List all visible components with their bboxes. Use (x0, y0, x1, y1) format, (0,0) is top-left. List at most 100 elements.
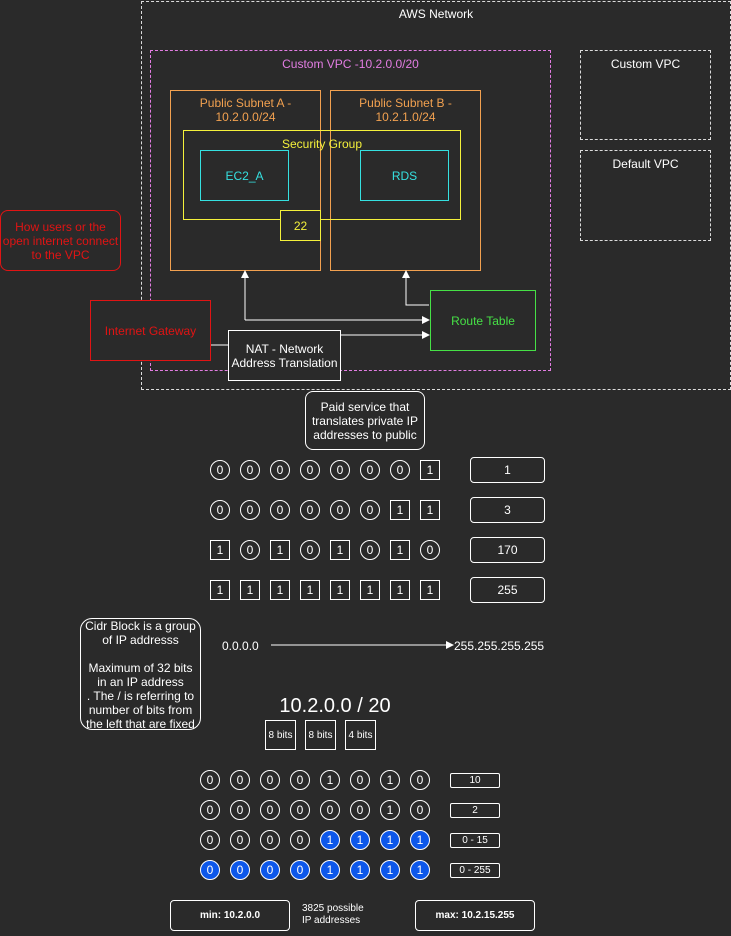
cidr-title: 10.2.0.0 / 20 (279, 694, 391, 717)
cidr-bit: 0 (320, 800, 340, 820)
ec2-instance[interactable]: EC2_A (200, 150, 289, 201)
nat-note-line2: translates private IP (311, 413, 419, 428)
bit-zero-circle: 0 (360, 460, 380, 480)
bit-zero-circle: 0 (300, 500, 320, 520)
bit-one-square: 1 (390, 500, 410, 520)
cidr-bit: 0 (230, 770, 250, 790)
cidr-note: Cidr Block is a group of IP addresss Max… (80, 618, 201, 730)
bit-zero-circle: 0 (300, 460, 320, 480)
bit-zero-circle: 0 (330, 500, 350, 520)
nat-box[interactable]: NAT - Network Address Translation (228, 330, 341, 381)
bit-one-square: 1 (420, 580, 440, 600)
bit-zero-circle: 0 (210, 500, 230, 520)
public-subnet-a-label: Public Subnet A - 10.2.0.0/24 (170, 96, 321, 124)
bit-group-1: 8 bits (265, 720, 296, 750)
cidr-value-box: 10 (450, 773, 500, 788)
cidr-note-line3: Maximum of 32 bits (88, 661, 193, 675)
cidr-bit: 0 (200, 830, 220, 850)
cidr-bit: 0 (200, 860, 220, 880)
cidr-note-line6: number of bits from (88, 703, 193, 717)
decimal-value-box: 170 (470, 537, 545, 563)
cidr-bit: 0 (200, 800, 220, 820)
cidr-bit: 1 (320, 830, 340, 850)
subnet-b-line2: 10.2.1.0/24 (375, 110, 436, 124)
bit-zero-circle: 0 (270, 460, 290, 480)
aws-network-label: AWS Network (398, 7, 474, 21)
nat-line1: NAT - Network (245, 341, 324, 356)
bit-one-square: 1 (420, 460, 440, 480)
cidr-bit: 0 (290, 860, 310, 880)
cidr-bit: 0 (290, 830, 310, 850)
bit-zero-circle: 0 (240, 500, 260, 520)
subnet-a-line1: Public Subnet A - (199, 96, 292, 110)
cidr-bit: 1 (350, 830, 370, 850)
bit-one-square: 1 (300, 580, 320, 600)
bit-group-3: 4 bits (345, 720, 376, 750)
range-note-line2: IP addresses (302, 915, 361, 926)
range-note: 3825 possible IP addresses (302, 903, 364, 927)
cidr-value-box: 0 - 255 (450, 863, 500, 878)
cidr-value-box: 0 - 15 (450, 833, 500, 848)
bit-group-2: 8 bits (305, 720, 336, 750)
cidr-bit: 1 (380, 860, 400, 880)
internet-gateway[interactable]: Internet Gateway (90, 300, 211, 361)
cidr-bit: 1 (380, 800, 400, 820)
bit-zero-circle: 0 (240, 540, 260, 560)
decimal-value-box: 255 (470, 577, 545, 603)
internet-note-line1: How users or the (15, 219, 106, 234)
default-vpc-label: Default VPC (612, 157, 679, 171)
bit-one-square: 1 (360, 580, 380, 600)
bit-zero-circle: 0 (360, 500, 380, 520)
port-22-box[interactable]: 22 (280, 210, 321, 241)
decimal-value-box: 3 (470, 497, 545, 523)
bit-one-square: 1 (330, 580, 350, 600)
bit-zero-circle: 0 (270, 500, 290, 520)
bit-one-square: 1 (210, 580, 230, 600)
cidr-bit: 1 (320, 860, 340, 880)
decimal-value-box: 1 (470, 457, 545, 483)
nat-line2: Address Translation (231, 355, 338, 370)
range-min-box: min: 10.2.0.0 (170, 900, 290, 931)
cidr-note-line1: Cidr Block is a group (85, 619, 196, 633)
security-group-label: Security Group (281, 137, 363, 151)
cidr-bit: 0 (200, 770, 220, 790)
internet-note-line2: open internet connect (2, 233, 119, 248)
cidr-bit: 0 (290, 800, 310, 820)
cidr-bit: 0 (260, 770, 280, 790)
security-group (183, 130, 461, 220)
cidr-bit: 1 (380, 830, 400, 850)
cidr-bit: 0 (410, 800, 430, 820)
cidr-bit: 1 (320, 770, 340, 790)
custom-vpc-main (150, 50, 551, 371)
rds-instance[interactable]: RDS (360, 150, 449, 201)
subnet-a-line2: 10.2.0.0/24 (215, 110, 276, 124)
ip-range-end: 255.255.255.255 (454, 639, 545, 653)
bit-one-square: 1 (390, 580, 410, 600)
cidr-bit: 0 (260, 860, 280, 880)
bit-one-square: 1 (210, 540, 230, 560)
internet-note: How users or the open internet connect t… (0, 210, 121, 271)
bit-one-square: 1 (270, 580, 290, 600)
cidr-value-box: 2 (450, 803, 500, 818)
cidr-note-line7: the left that are fixed (86, 717, 195, 730)
cidr-bit: 0 (230, 800, 250, 820)
range-note-line1: 3825 possible (302, 903, 364, 914)
custom-vpc-main-label: Custom VPC -10.2.0.0/20 (282, 57, 419, 71)
cidr-bit: 1 (350, 860, 370, 880)
bit-zero-circle: 0 (240, 460, 260, 480)
bit-one-square: 1 (330, 540, 350, 560)
range-max-box: max: 10.2.15.255 (415, 900, 535, 931)
cidr-bit: 1 (410, 830, 430, 850)
route-table[interactable]: Route Table (430, 290, 536, 351)
subnet-b-line1: Public Subnet B - (359, 96, 452, 110)
bit-one-square: 1 (420, 500, 440, 520)
public-subnet-b-label: Public Subnet B - 10.2.1.0/24 (330, 96, 481, 124)
custom-vpc-side-label: Custom VPC (610, 57, 681, 71)
ip-range-start: 0.0.0.0 (222, 639, 259, 653)
bit-zero-circle: 0 (330, 460, 350, 480)
bit-zero-circle: 0 (420, 540, 440, 560)
cidr-note-line4: in an IP address (97, 675, 184, 689)
cidr-bit: 0 (350, 800, 370, 820)
cidr-bit: 0 (350, 770, 370, 790)
bit-zero-circle: 0 (360, 540, 380, 560)
